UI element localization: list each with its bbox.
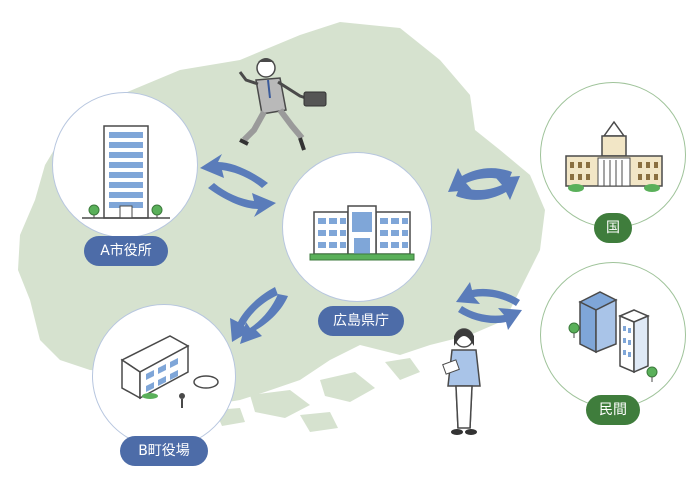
- island-3: [385, 358, 420, 380]
- national-label: 国: [594, 213, 632, 243]
- arrows-prefecture-national: [448, 168, 520, 200]
- island-5: [300, 412, 338, 432]
- arrows-prefecture-town-b: [230, 287, 288, 344]
- city-a-label: A市役所: [84, 236, 168, 266]
- arrows-city-a-prefecture: [200, 154, 276, 217]
- private-label: 民間: [586, 395, 640, 425]
- arrows-prefecture-private: [456, 282, 522, 330]
- town-b-label: B町役場: [120, 436, 208, 466]
- island-2: [320, 372, 375, 402]
- island-1: [250, 390, 310, 418]
- prefecture-label: 広島県庁: [318, 306, 404, 336]
